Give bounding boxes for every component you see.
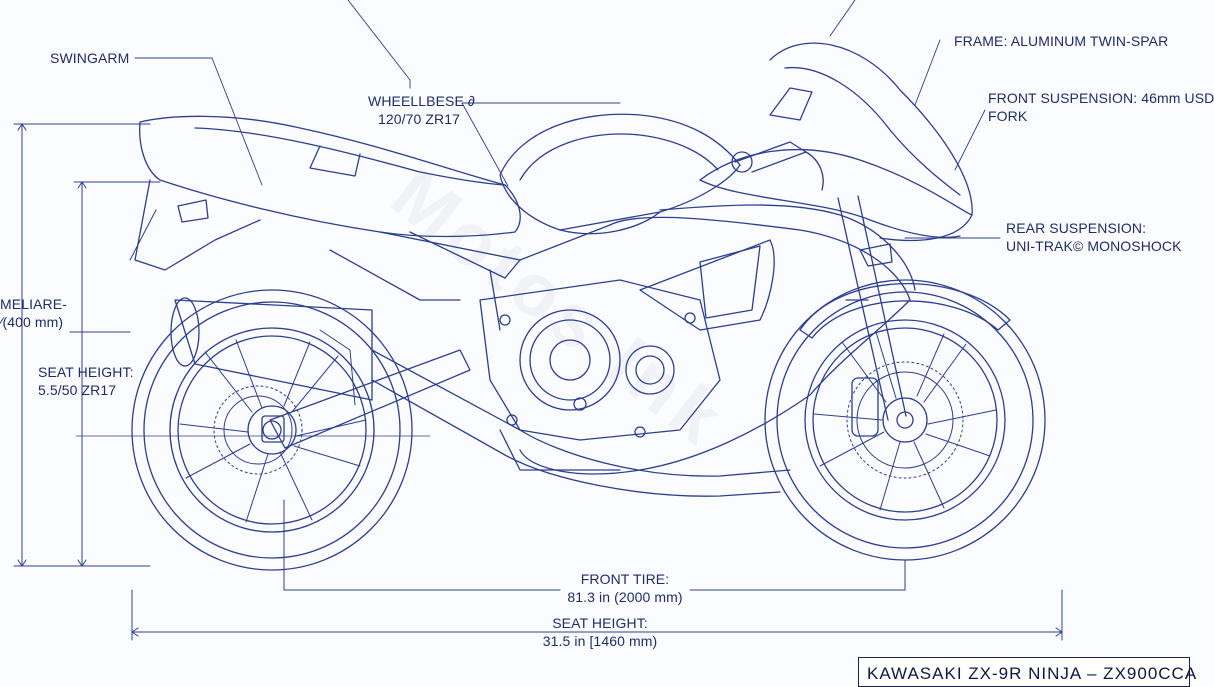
label-front-tire-line1: FRONT TIRE: (580, 571, 670, 587)
motorcycle-blueprint-drawing (13, 0, 1063, 641)
fairing (519, 42, 973, 475)
label-swingarm: SWINGARM (50, 50, 130, 66)
fuel-tank (499, 113, 741, 235)
frame (329, 224, 611, 331)
label-frame: FRAME: ALUMINUM TWIN-SPAR (954, 33, 1169, 49)
label-rear-suspension-line1: REAR SUSPENSION: (1006, 220, 1147, 236)
leader-lines (69, 0, 1001, 333)
rear-wheel (131, 289, 413, 571)
label-seat-height-bottom-line2: 31.5 in [1460 mm) (542, 633, 658, 649)
swingarm-arm (261, 329, 471, 449)
exhaust (170, 297, 791, 497)
front-fender-and-fork (799, 195, 1011, 421)
label-front-suspension-line1: FRONT SUSPENSION: 46mm USD (988, 90, 1214, 106)
label-wheelbase-line1: WHEELLBESE ∂ (368, 93, 475, 109)
label-seat-height-left-line1: SEAT HEIGHT: (38, 364, 134, 380)
engine (479, 279, 721, 471)
dimension-lines (13, 123, 1063, 641)
label-wheelbase-line2: 120/70 ZR17 (378, 111, 461, 127)
label-seat-height-left-line2: 5.5/50 ZR17 (38, 382, 117, 398)
label-seat-height-bottom-line1: SEAT HEIGHT: (552, 615, 648, 631)
title-block: KAWASAKI ZX-9R NINJA – ZX900CCA (858, 657, 1196, 687)
handlebars (731, 87, 824, 191)
front-wheel (764, 279, 1046, 561)
label-measure-line2: ⁄(400 mm) (0, 314, 64, 330)
label-front-tire-line2: 81.3 in (2000 mm) (567, 589, 683, 605)
label-rear-suspension-line2: UNI-TRAK© MONOSHOCK (1006, 238, 1182, 254)
seat-and-tail (129, 115, 521, 271)
label-front-suspension-line2: FORK (988, 108, 1028, 124)
label-measure-line1: MELIARE- (0, 296, 67, 312)
